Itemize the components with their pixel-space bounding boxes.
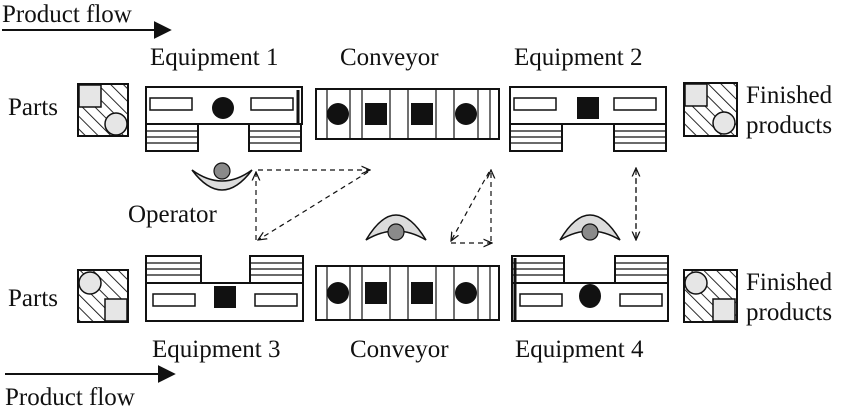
equipment-3-part	[214, 286, 236, 308]
parts-bottom-label: Parts	[8, 285, 58, 312]
conveyor-top-label: Conveyor	[340, 44, 439, 71]
operator-1	[191, 162, 253, 191]
product-flow-bottom-label: Product flow	[5, 384, 135, 409]
equipment-1-part	[212, 97, 234, 119]
parts-top-label: Parts	[8, 94, 58, 121]
operator-path-2	[451, 170, 492, 243]
finished-products-box-bottom	[683, 269, 738, 323]
parts-box-bottom	[77, 269, 129, 323]
equipment-4-part	[579, 284, 601, 308]
conveyor-top	[315, 88, 500, 140]
finished-products-bottom-label-2: products	[746, 299, 832, 326]
operator-2	[365, 214, 427, 241]
finished-products-box-top	[683, 82, 738, 137]
equipment-2	[509, 86, 667, 152]
parts-box-top	[77, 83, 129, 137]
conveyor-bottom-label: Conveyor	[350, 336, 449, 363]
equipment-4	[511, 255, 669, 322]
equipment-3	[145, 255, 304, 322]
product-flow-top-label: Product flow	[2, 1, 132, 28]
product-flow-bottom: Product flow	[5, 365, 176, 409]
equipment-4-label: Equipment 4	[515, 336, 644, 363]
equipment-2-part	[577, 97, 599, 119]
conveyor-bottom	[315, 265, 500, 321]
equipment-1	[145, 86, 303, 152]
finished-products-bottom-label-1: Finished	[746, 269, 833, 296]
product-flow-top: Product flow	[2, 1, 172, 39]
equipment-3-label: Equipment 3	[152, 336, 280, 363]
operator-3	[559, 214, 621, 241]
equipment-2-label: Equipment 2	[514, 44, 642, 71]
operator-label: Operator	[128, 201, 218, 228]
finished-products-top-label-1: Finished	[746, 82, 833, 109]
operator-path-1	[256, 170, 370, 240]
finished-products-top-label-2: products	[746, 112, 832, 139]
equipment-1-label: Equipment 1	[150, 44, 278, 71]
